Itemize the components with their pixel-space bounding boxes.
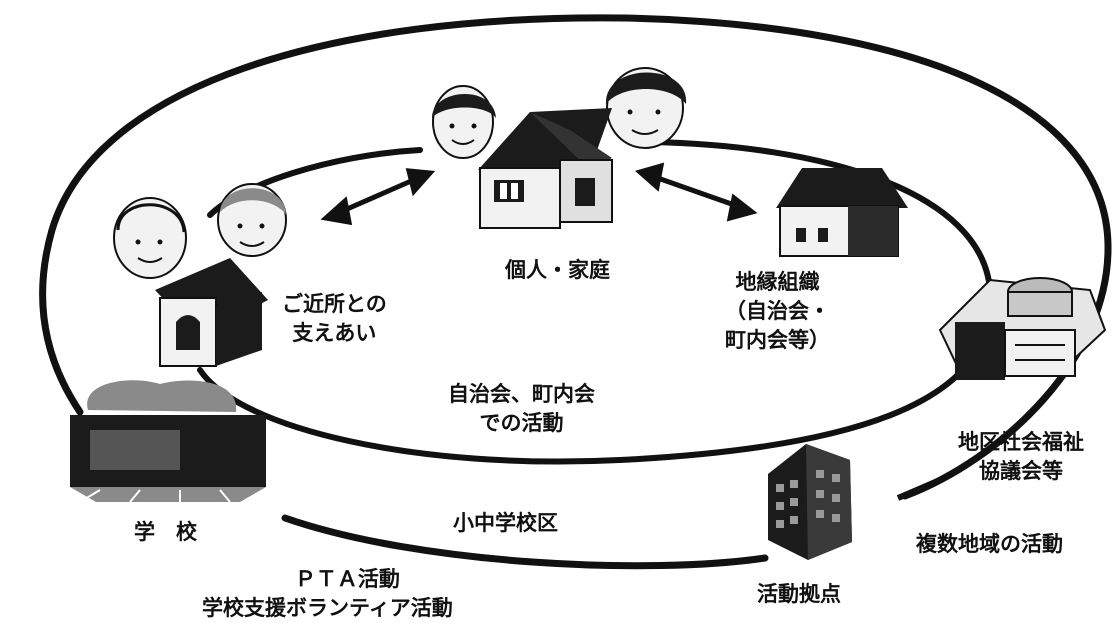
connector-line: [896, 477, 942, 501]
arrow-right: [634, 162, 758, 222]
neighbors-label-line2: 支えあい: [292, 321, 377, 345]
pta-activity-label: ＰＴＡ活動 学校支援ボランティア活動: [202, 565, 453, 623]
welfare-building-icon: [938, 277, 1107, 380]
man-face-icon: [605, 67, 687, 149]
pta-activity-line1: ＰＴＡ活動: [294, 567, 400, 591]
activity-base-label: 活動拠点: [757, 582, 841, 606]
school-building-icon: [70, 380, 266, 503]
territorial-org-line3: 町内会等）: [725, 328, 830, 352]
activity-base-building-icon: [768, 444, 852, 560]
neighbors-label-line1: ご近所との: [282, 292, 387, 316]
individual-family-label: 個人・家庭: [505, 258, 610, 282]
family-house-icon: [478, 108, 613, 229]
territorial-org-label: 地縁組織 （自治会・ 町内会等）: [725, 268, 830, 355]
territorial-org-line1: 地縁組織: [735, 270, 820, 294]
territorial-org-line2: （自治会・: [725, 299, 830, 323]
multi-area-activity-label: 複数地域の活動: [916, 532, 1063, 556]
grandparent-faces-icon: [113, 183, 287, 279]
welfare-council-label: 地区社会福祉 協議会等: [958, 428, 1084, 486]
arrow-left: [320, 168, 436, 226]
neighbors-label: ご近所との 支えあい: [282, 290, 387, 348]
community-hall-icon: [776, 168, 908, 257]
welfare-council-line2: 協議会等: [979, 459, 1063, 483]
association-activity-line1: 自治会、町内会: [448, 382, 595, 406]
neighbor-house-icon: [155, 258, 268, 367]
welfare-council-line1: 地区社会福祉: [958, 430, 1084, 454]
association-activity-label: 自治会、町内会 での活動: [448, 380, 595, 438]
school-district-label: 小中学校区: [453, 511, 558, 535]
association-activity-line2: での活動: [479, 411, 564, 435]
school-label: 学 校: [134, 520, 197, 544]
pta-activity-line2: 学校支援ボランティア活動: [202, 596, 453, 620]
woman-face-icon: [432, 85, 496, 159]
